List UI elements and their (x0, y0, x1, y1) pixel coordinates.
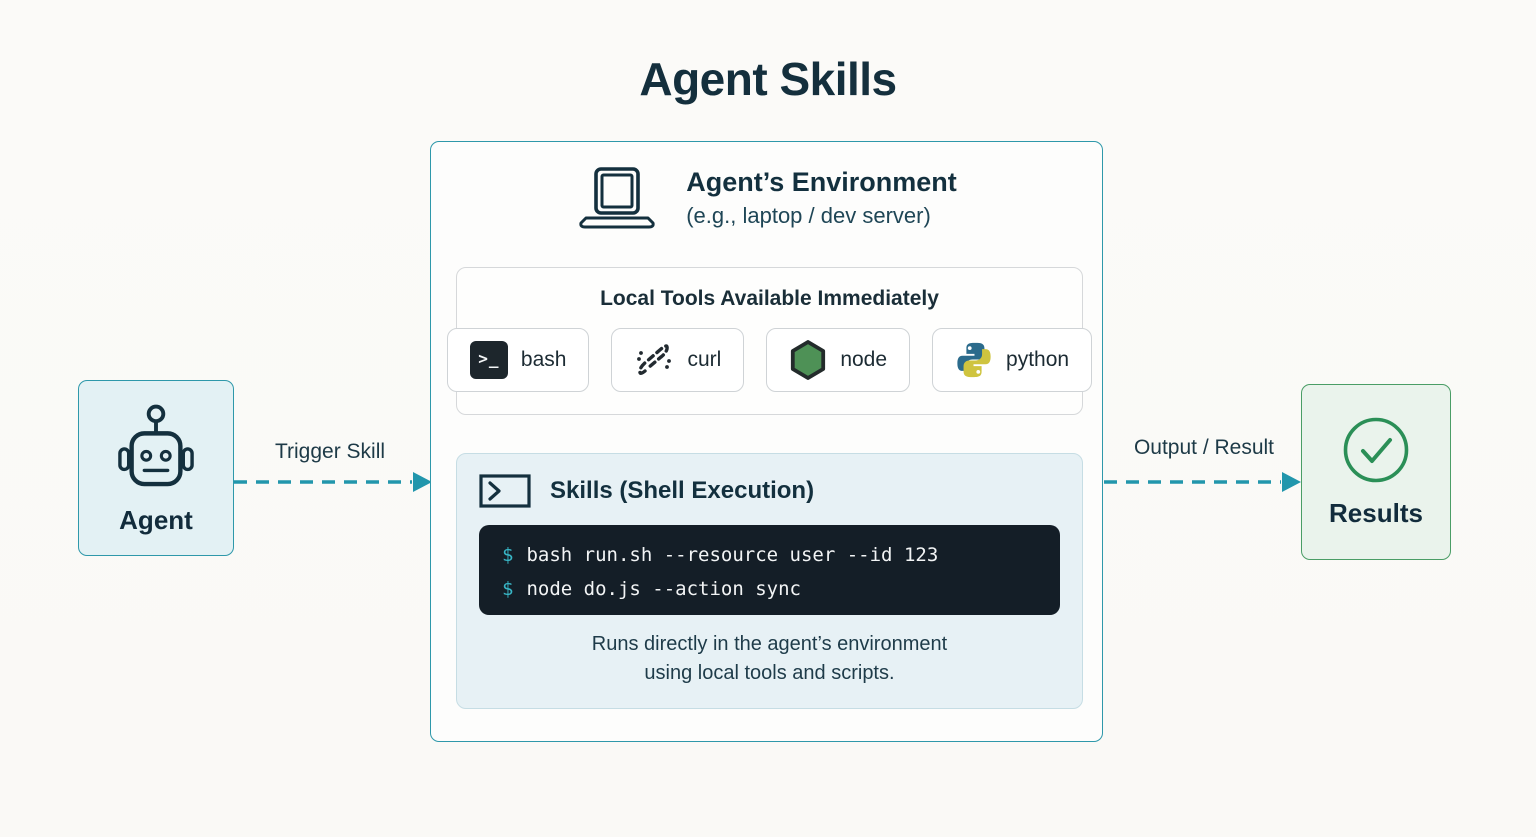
shell-prompt-icon (479, 474, 531, 508)
results-label: Results (1329, 497, 1423, 528)
skills-panel: Skills (Shell Execution) $ bash run.sh --… (456, 453, 1083, 709)
arrow-right-icon (234, 472, 432, 492)
output-result-arrow (1104, 470, 1301, 494)
shell-prompt: $ (502, 578, 514, 600)
page-title: Agent Skills (639, 53, 897, 105)
tool-chip-bash: >_ bash (446, 328, 590, 392)
bash-terminal-icon: >_ (469, 341, 508, 379)
trigger-skill-label: Trigger Skill (274, 440, 386, 463)
tool-chip-node: node (766, 328, 911, 392)
arrow-right-icon (1104, 472, 1301, 492)
local-tools-title: Local Tools Available Immediately (600, 287, 939, 310)
curl-icon (634, 340, 674, 380)
laptop-icon (576, 166, 658, 230)
terminal-command: bash run.sh --resource user --id 123 (526, 544, 939, 566)
skills-caption-line2: using local tools and scripts. (644, 662, 895, 684)
tool-label: curl (687, 348, 722, 371)
robot-icon (117, 401, 195, 495)
environment-title: Agent’s Environment (686, 167, 957, 197)
tool-chip-python: python (932, 328, 1093, 392)
skills-caption-line1: Runs directly in the agent’s environment (591, 633, 948, 655)
agent-node: Agent (78, 380, 234, 556)
terminal-code-block: $ bash run.sh --resource user --id 123 $ n… (479, 525, 1060, 615)
trigger-skill-arrow (234, 470, 432, 494)
tool-label: node (840, 348, 888, 371)
skills-caption: Runs directly in the agent’s environment… (457, 630, 1082, 688)
shell-prompt: $ (502, 544, 514, 566)
tool-label: bash (520, 348, 567, 371)
terminal-line: $ node do.js --action sync (502, 572, 1060, 606)
environment-subtitle: (e.g., laptop / dev server) (686, 203, 931, 228)
environment-header: Agent’s Environment (e.g., laptop / dev … (431, 166, 1102, 230)
results-node: Results (1301, 384, 1451, 560)
tool-label: python (1006, 348, 1070, 371)
terminal-line: $ bash run.sh --resource user --id 123 (502, 538, 1060, 572)
tool-chip-curl: curl (611, 328, 745, 392)
terminal-command: node do.js --action sync (526, 578, 801, 600)
skills-header: Skills (Shell Execution) (479, 474, 1082, 508)
tool-chips-row: >_ bash curl (446, 328, 1093, 392)
output-result-label: Output / Result (1133, 436, 1275, 459)
python-icon (955, 341, 993, 379)
check-circle-icon (1342, 416, 1410, 484)
node-hexagon-icon (789, 339, 827, 381)
local-tools-panel: Local Tools Available Immediately >_ bas… (446, 267, 1093, 415)
environment-panel: Agent’s Environment (e.g., laptop / dev … (430, 141, 1103, 742)
skills-title: Skills (Shell Execution) (550, 477, 815, 504)
agent-label: Agent (119, 504, 193, 535)
